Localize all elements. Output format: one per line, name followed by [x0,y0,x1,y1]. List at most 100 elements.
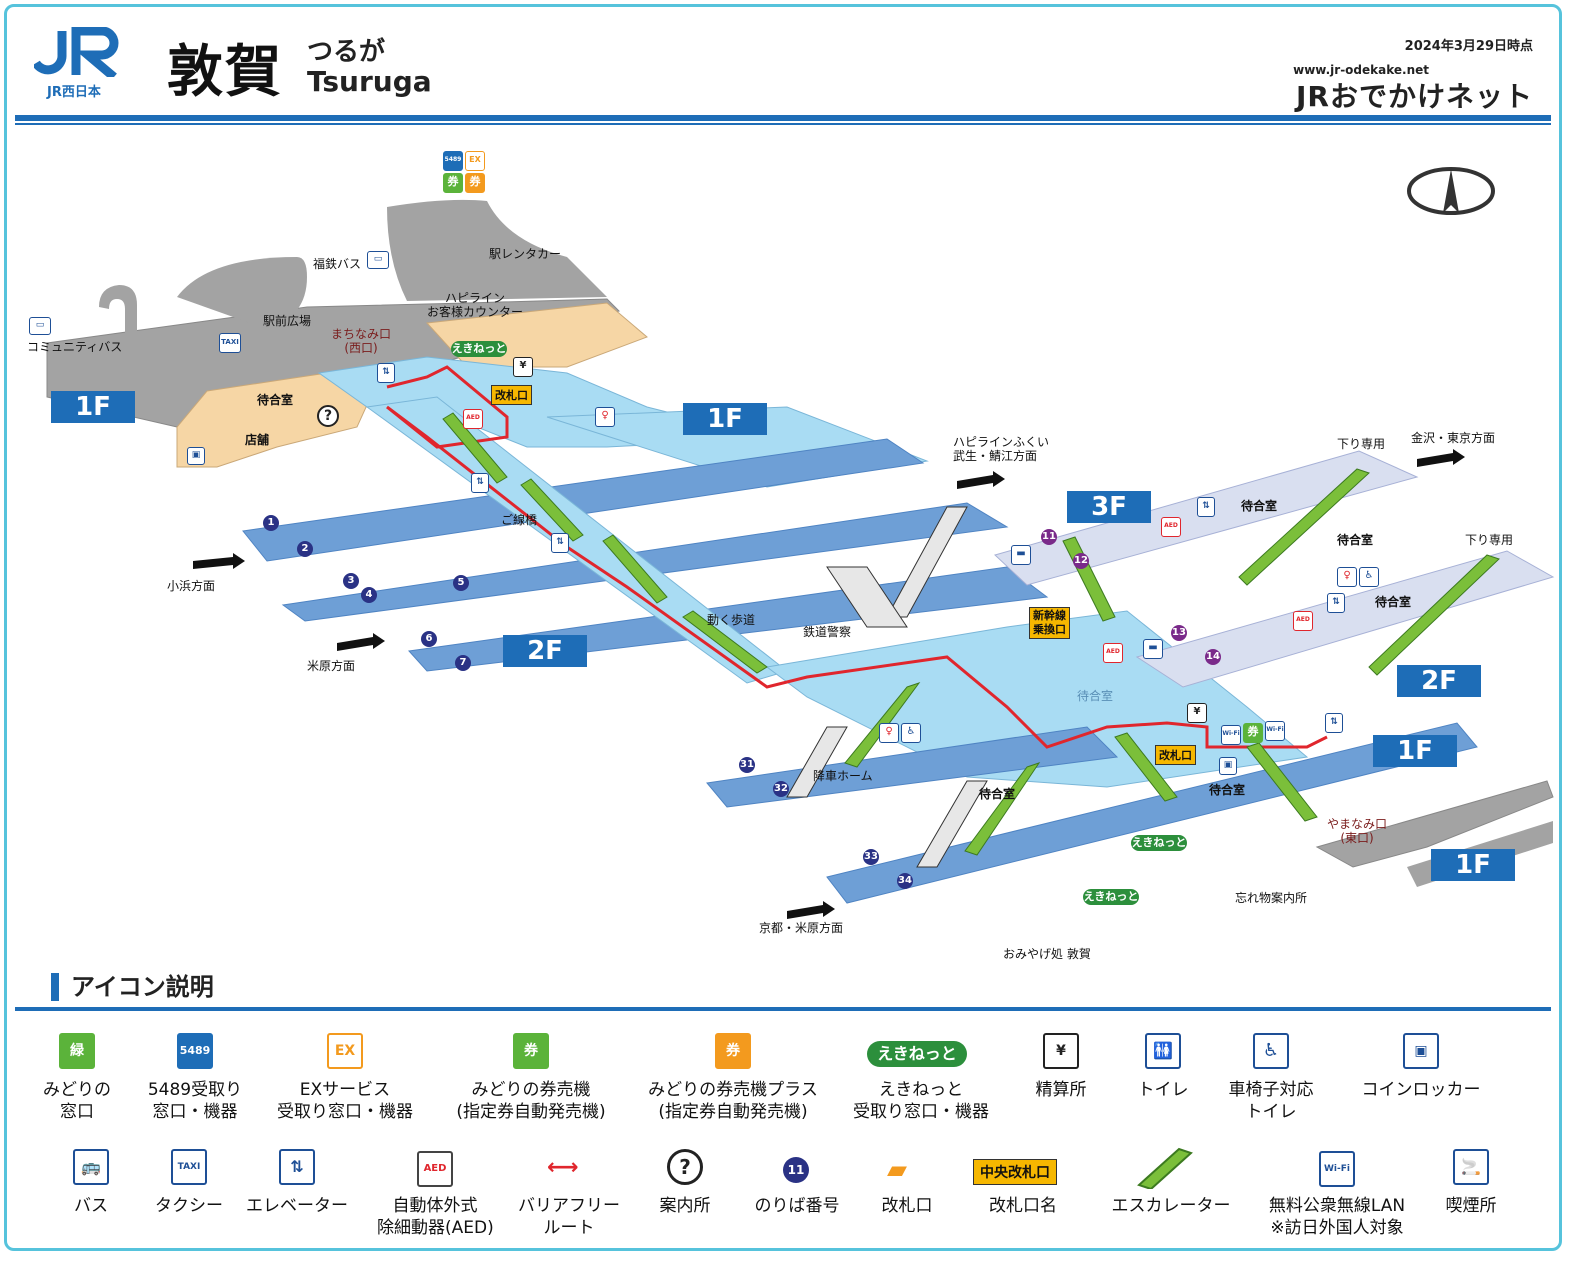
toilet-icon: ♀ [1337,567,1357,587]
label-community-bus: コミュニティバス [27,340,123,354]
operator-sub: JR西日本 [47,85,101,100]
header-divider [15,115,1551,121]
platform-number: 2 [297,541,313,557]
gate-name-icon: 中央改札口 [973,1159,1057,1185]
floor-tag-3f: 3F [1067,491,1151,523]
ekinet-badge: えきねっと [1083,889,1139,905]
barrier-free-route-icon: ⟷ [547,1155,579,1180]
station-name-roman: Tsuruga [307,65,432,98]
bus-icon: ▭ [29,317,51,335]
escalator [520,478,584,542]
legend-label: えきねっと 受取り窓口・機器 [853,1080,989,1122]
legend-label: バス [74,1196,108,1216]
bus-area [177,257,307,329]
plaza-east [1315,780,1554,868]
midori-ticket-machine-plus-icon: 券 [715,1033,751,1069]
floor-tag-2f-east: 2F [1397,665,1481,697]
platform-number: 31 [739,757,755,773]
wifi-icon: Wi-Fi [1319,1151,1355,1187]
platform-number: 14 [1205,649,1221,665]
stairs [786,506,988,868]
label-waiting-room-west: 待合室 [257,393,294,407]
elevator-icon: ⇅ [377,363,395,383]
label-kudari-only-1: 下り専用 [1337,437,1386,451]
wheelchair-toilet-icon: ♿ [1253,1033,1289,1069]
legend-label: 自動体外式 除細動器(AED) [377,1196,494,1238]
toilet-icon: 🚻 [1145,1033,1181,1069]
legend-label: エスカレーター [1111,1196,1231,1216]
ex-service-icon: EX [465,151,485,171]
station-name-kanji: 敦賀 [167,40,283,105]
midori-ticket-machine-icon: 券 [1243,723,1263,743]
aed-icon: AED [1161,517,1181,537]
label-kyoto-maibara: 京都・米原方面 [759,921,844,935]
stairs [886,506,968,618]
legend-label: 改札口 [881,1196,933,1216]
stairs [786,726,848,798]
arrow-kanazawa [1417,449,1465,467]
jr-logo-icon [34,27,119,77]
platform-13-14 [1135,550,1555,688]
label-kanazawa-tokyo: 金沢・東京方面 [1411,431,1496,445]
label-waiting-room-3f-b: 待合室 [1337,533,1374,547]
smoking-icon: 🚬 [1453,1149,1489,1185]
platform-number: 3 [343,573,359,589]
label-ekimae-plaza: 駅前広場 [263,314,312,328]
smoking-icon: ▬ [1011,545,1031,565]
label-shop: 店舗 [245,433,270,447]
legend-label: 5489受取り 窓口・機器 [147,1080,243,1122]
label-waiting-room-1f-b: 待合室 [1209,783,1246,797]
floor-tag-2f-west: 2F [503,635,587,667]
stairs [826,566,908,628]
toilet-icon: ♀ [595,407,615,427]
fare-adjustment-icon: ¥ [1187,703,1207,723]
station-name-kana: つるが [307,37,386,67]
escalator [1246,742,1318,822]
platform-number-icon: 11 [783,1157,809,1183]
information-icon: ? [667,1149,703,1185]
map-frame: JR西日本 敦賀 つるが Tsuruga 2024年3月29日時点 www.jr… [4,4,1562,1251]
floor-tag-1f-far-east: 1F [1431,849,1515,881]
aed-icon: AED [1103,643,1123,663]
bus-icon: ▭ [367,251,389,269]
stairs [916,780,988,868]
label-waiting-room-1f-a: 待合室 [979,787,1016,801]
arrow-kyoto [787,901,835,919]
platform-number: 4 [361,587,377,603]
escalator [1114,732,1178,802]
ex-service-icon: EX [327,1033,363,1069]
label-omiyage: おみやげ処 敦賀 [1003,947,1091,961]
escalator [1238,468,1370,586]
label-hapiline-fukui: ハピラインふくい 武生・鯖江方面 [953,435,1050,463]
escalator [964,762,1041,856]
fare-adjustment-icon: ¥ [513,357,533,377]
elevator-icon: ⇅ [1327,593,1345,613]
legend-label: エレベーター [246,1196,348,1216]
label-waiting-room-3f: 待合室 [1241,499,1278,513]
compass-needle [1443,169,1459,213]
escalator [682,610,768,674]
ekinet-icon: えきねっと [867,1041,967,1067]
legend-title: アイコン説明 [51,973,214,1001]
platform-number: 5 [453,575,469,591]
track-33-34 [826,722,1478,904]
platform-11-12 [994,450,1419,586]
bus-icon: 🚌 [73,1149,109,1185]
wheelchair-toilet-icon: ♿ [1359,567,1379,587]
site-url[interactable]: www.jr-odekake.net [1293,63,1429,77]
barrier-free-route [386,365,1328,749]
legend-label: 無料公衆無線LAN ※訪日外国人対象 [1268,1196,1406,1238]
floor-tag-1f-center: 1F [683,403,767,435]
coin-locker-icon: ▣ [1403,1033,1439,1069]
legend-label: のりば番号 [754,1196,840,1216]
information-icon: ? [317,405,339,427]
legend-label: EXサービス 受取り窓口・機器 [277,1080,413,1122]
label-hapiline-counter: ハピライン お客様カウンター [427,291,524,319]
plaza-road [99,285,137,335]
legend-label: タクシー [155,1196,223,1216]
platform-number: 12 [1073,553,1089,569]
midori-ticket-machine-plus-icon: 券 [465,173,485,193]
platform-number: 34 [897,873,913,889]
elevator-icon: ⇅ [551,533,569,553]
label-moving-walkway: 動く歩道 [707,613,756,627]
